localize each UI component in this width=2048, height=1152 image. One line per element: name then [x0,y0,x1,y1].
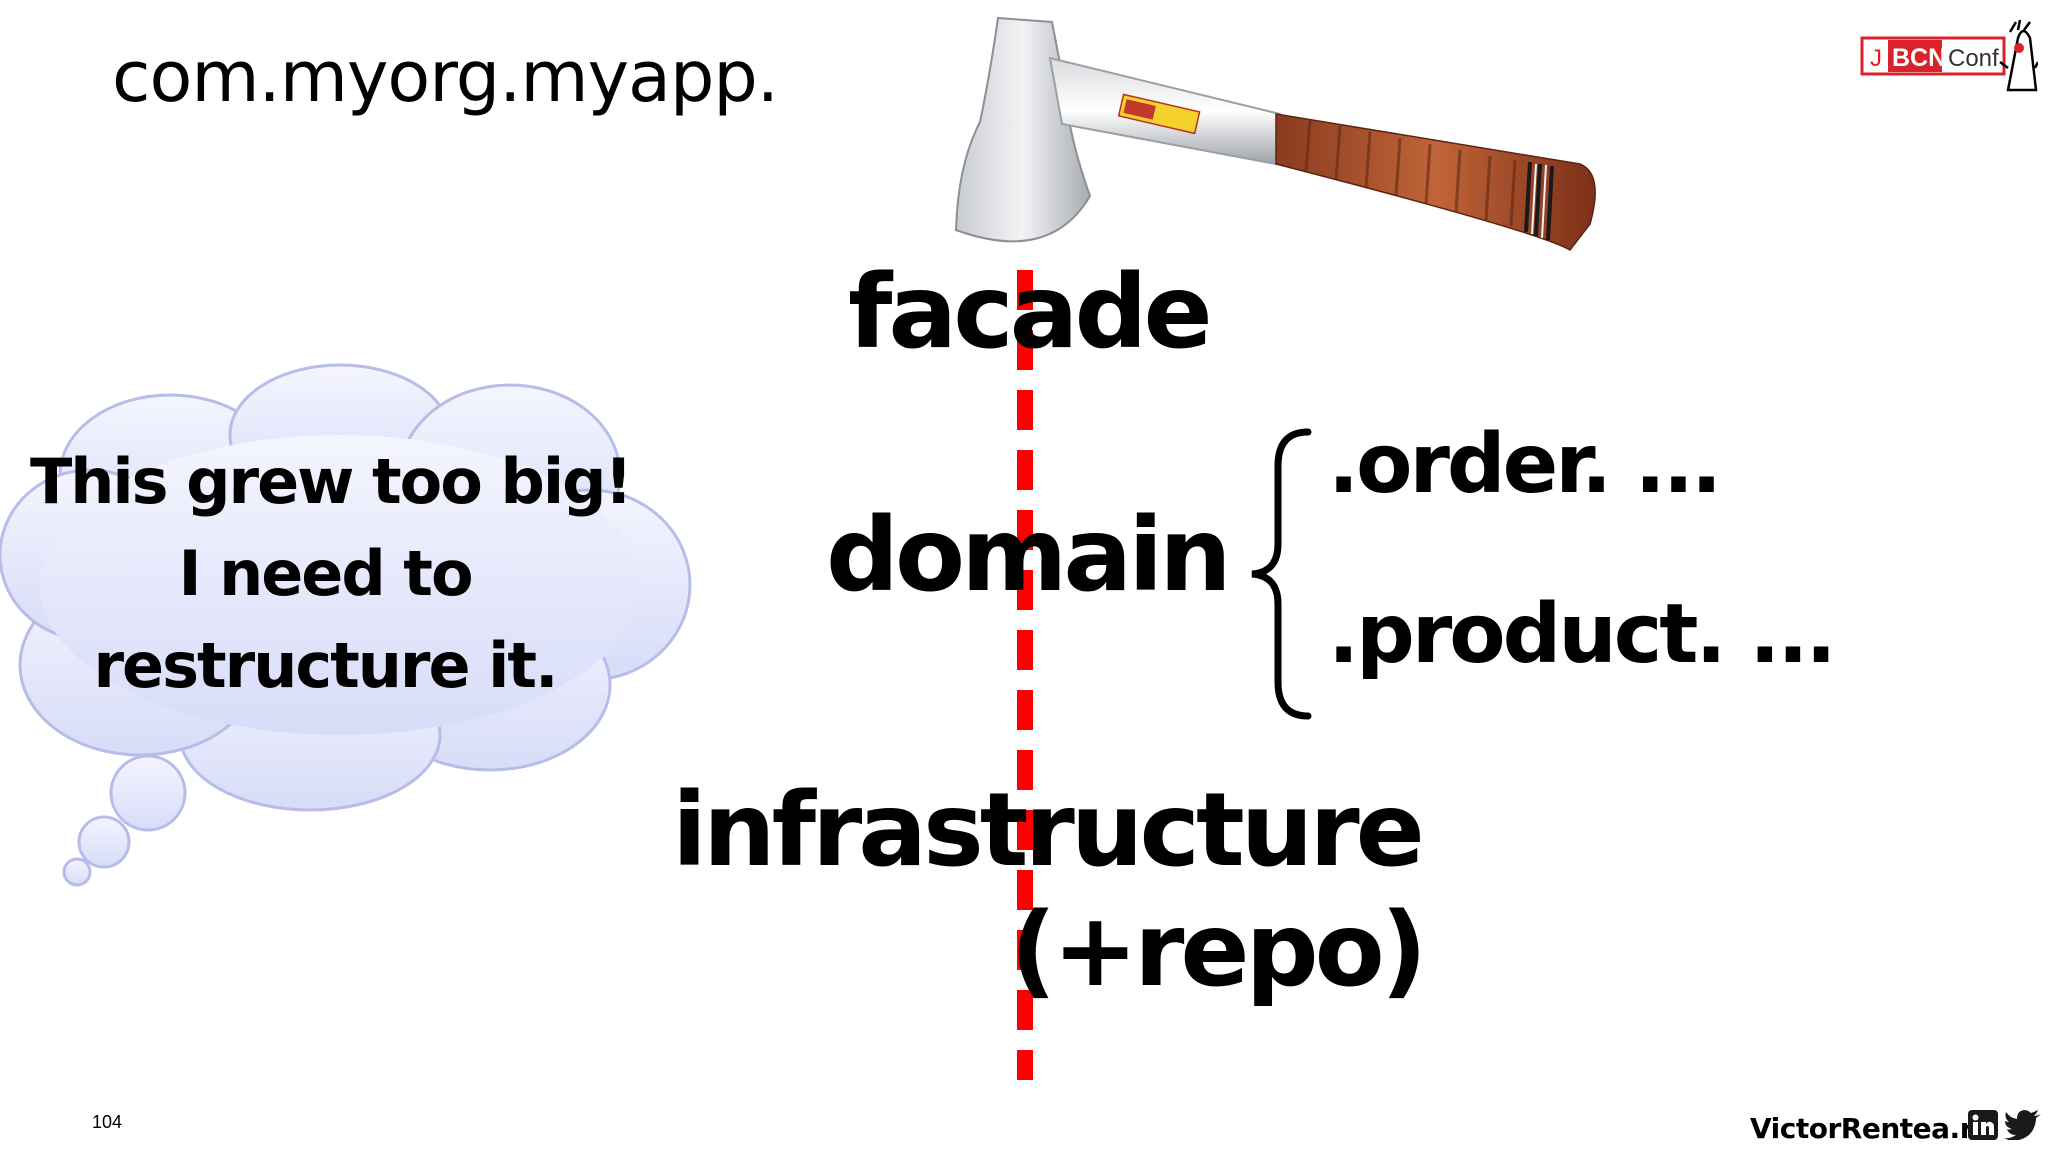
thought-line-2: I need to [178,537,473,610]
logo-j: J [1870,45,1882,72]
layer-repo-note: (+repo) [1010,891,1427,1010]
layer-infrastructure: infrastructure [672,771,1425,890]
layer-facade: facade [848,253,1213,372]
axe-image [940,14,1600,264]
subpackage-order: .order. ... [1328,417,1722,512]
thought-line-1: This grew too big! [30,445,633,518]
curly-brace [1246,426,1316,722]
subpackage-product: .product. ... [1328,587,1837,682]
logo-conf: Conf [1948,45,1999,72]
website-label: VictorRentea.ro [1750,1112,1992,1145]
logo-bcn: BCN [1892,44,1946,72]
slide-title: com.myorg.myapp. [112,36,779,118]
jbcnconf-logo: J BCN Conf [1858,18,2040,98]
duke-mascot-icon [1999,19,2040,92]
page-number: 104 [92,1112,123,1132]
thought-bubble [0,355,710,895]
thought-line-3: restructure it. [93,629,558,702]
thought-bubble-text: This grew too big! I need to restructure… [30,436,633,712]
linkedin-icon[interactable] [1968,1110,1998,1140]
twitter-icon[interactable] [2004,1110,2042,1141]
cut-line [1014,270,1036,1080]
layer-domain: domain [826,496,1232,615]
